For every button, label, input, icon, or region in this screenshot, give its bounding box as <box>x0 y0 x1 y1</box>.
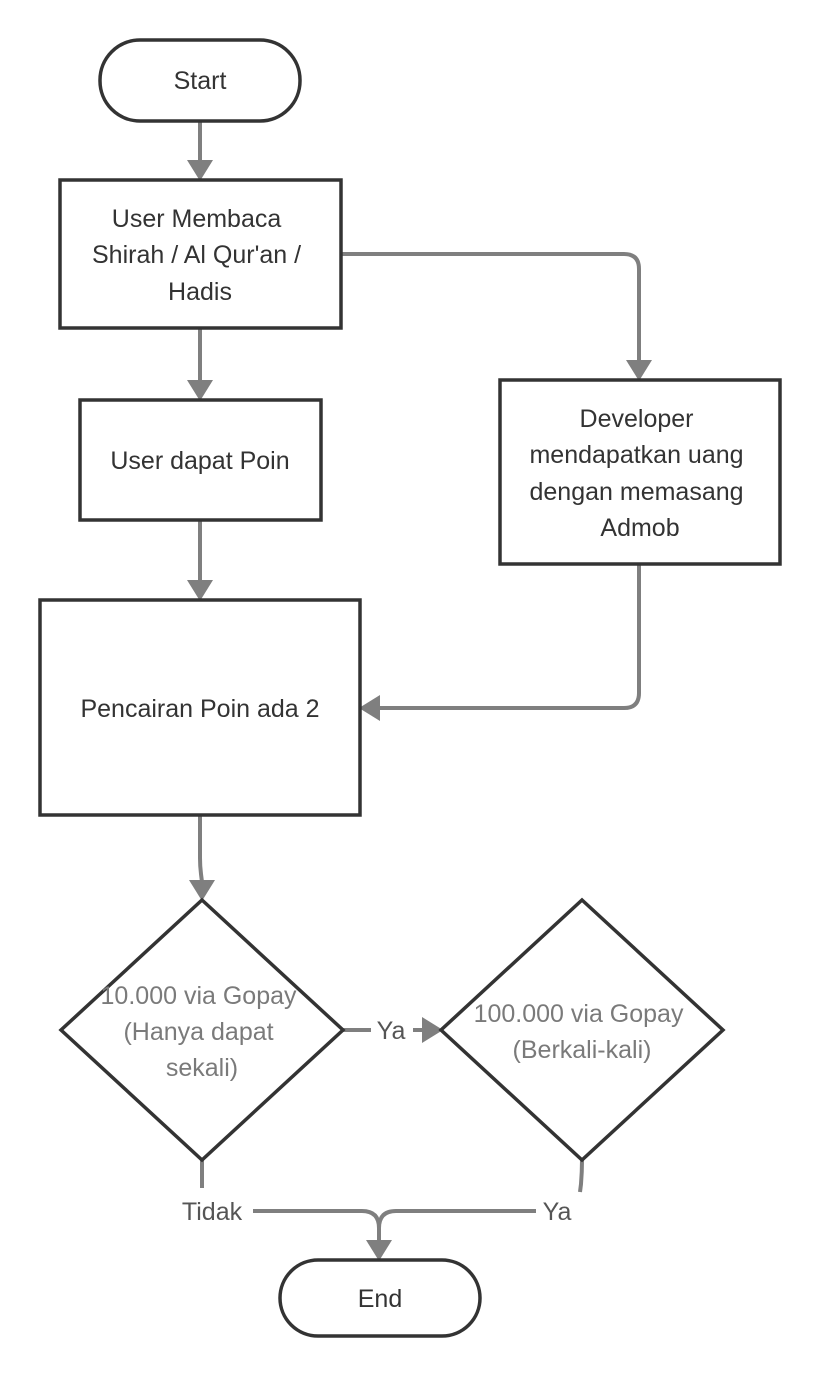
arrowhead-start-to-baca <box>187 160 213 181</box>
pencairan-line-1: Pencairan Poin ada 2 <box>80 695 319 723</box>
baca-label: User Membaca Shirah / Al Qur'an / Hadis <box>92 205 308 306</box>
gopay10-decision-diamond <box>58 897 346 1163</box>
developer-line-4: Admob <box>600 514 679 542</box>
baca-process-box <box>58 178 343 330</box>
start-label: Start <box>174 67 227 95</box>
gopay100-label: 100.000 via Gopay (Berkali-kali) <box>474 1000 691 1064</box>
baca-node: User Membaca Shirah / Al Qur'an / Hadis <box>58 178 343 330</box>
arrowhead-poin-to-pencairan <box>187 580 213 601</box>
gopay100-node: 100.000 via Gopay (Berkali-kali) <box>438 897 726 1163</box>
end-node: End <box>278 1258 482 1338</box>
start-line-1: Start <box>174 67 227 95</box>
poin-label: User dapat Poin <box>110 447 289 475</box>
poin-line-1: User dapat Poin <box>110 447 289 475</box>
edge-pencairan-to-gopay10 <box>198 815 204 883</box>
end-label: End <box>358 1285 402 1313</box>
start-node: Start <box>98 38 302 123</box>
edge-tidak-to-end <box>253 1209 381 1242</box>
gopay100-line-1: 100.000 via Gopay <box>474 1000 684 1028</box>
gopay10-line-3: sekali) <box>166 1054 238 1082</box>
gopay10-label: 10.000 via Gopay (Hanya dapat sekali) <box>101 982 304 1082</box>
pencairan-label: Pencairan Poin ada 2 <box>80 695 319 723</box>
gopay10-line-1: 10.000 via Gopay <box>101 982 297 1010</box>
baca-line-1: User Membaca <box>112 205 282 233</box>
gopay100-decision-diamond <box>438 897 726 1163</box>
edge-label-ya-bottom: Ya <box>543 1198 572 1226</box>
arrowhead-baca-to-poin <box>187 380 213 401</box>
arrowhead-baca-to-developer <box>626 360 652 381</box>
arrowhead-developer-to-pencairan <box>359 695 380 721</box>
edge-label-ya-right: Ya <box>377 1017 406 1045</box>
edge-developer-to-pencairan <box>378 564 641 710</box>
developer-label: Developer mendapatkan uang dengan memasa… <box>529 405 750 542</box>
baca-line-3: Hadis <box>168 278 232 306</box>
arrowhead-gopay10-to-gopay100 <box>422 1017 443 1043</box>
developer-process-box <box>498 378 782 566</box>
poin-node: User dapat Poin <box>78 398 323 522</box>
edge-label-tidak: Tidak <box>182 1198 243 1226</box>
pencairan-node: Pencairan Poin ada 2 <box>38 598 362 817</box>
arrowhead-pencairan-to-gopay10 <box>189 880 215 901</box>
developer-line-3: dengan memasang <box>530 478 744 506</box>
developer-line-2: mendapatkan uang <box>529 441 743 469</box>
gopay100-line-2: (Berkali-kali) <box>513 1036 652 1064</box>
edge-ya-to-end <box>377 1209 536 1229</box>
pencairan-process-box <box>38 598 362 817</box>
gopay10-node: 10.000 via Gopay (Hanya dapat sekali) <box>58 897 346 1163</box>
end-line-1: End <box>358 1285 402 1313</box>
start-terminator <box>98 38 302 123</box>
edge-gopay100-down <box>578 1159 584 1193</box>
poin-process-box <box>78 398 323 522</box>
baca-line-2: Shirah / Al Qur'an / <box>92 241 301 269</box>
developer-node: Developer mendapatkan uang dengan memasa… <box>498 378 782 566</box>
developer-line-1: Developer <box>580 405 694 433</box>
end-terminator <box>278 1258 482 1338</box>
gopay10-line-2: (Hanya dapat <box>123 1018 273 1046</box>
edges <box>187 121 652 1261</box>
edge-baca-to-developer <box>341 252 641 362</box>
arrowhead-to-end <box>366 1240 392 1261</box>
